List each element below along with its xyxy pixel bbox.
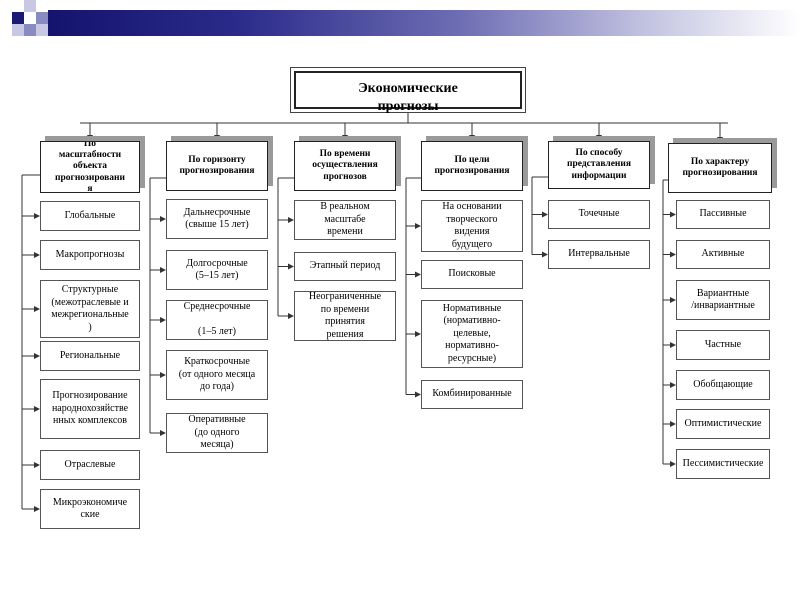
header-purpose: По цели прогнозирования (421, 141, 523, 191)
header-scale: По масштабности объекта прогнозировани я (40, 141, 140, 193)
item-character-3: Вариантные /инвариантные (676, 280, 770, 320)
item-time-3: Неограниченные по времени принятия решен… (294, 291, 396, 341)
item-purpose-4: Комбинированные (421, 380, 523, 409)
item-scale-5: Прогнозирование народнохозяйстве нных ко… (40, 379, 140, 439)
item-horizon-1: Дальнесрочные (свыше 15 лет) (166, 199, 268, 239)
item-purpose-2: Поисковые (421, 260, 523, 289)
item-horizon-5: Оперативные (до одного месяца) (166, 413, 268, 453)
item-time-2: Этапный период (294, 252, 396, 281)
header-horizon: По горизонту прогнозирования (166, 141, 268, 191)
item-character-6: Оптимистические (676, 409, 770, 439)
item-character-7: Пессимистические (676, 449, 770, 479)
item-purpose-1: На основании творческого видения будущег… (421, 200, 523, 252)
item-horizon-4: Краткосрочные (от одного месяца до года) (166, 350, 268, 400)
deco-square-3 (36, 12, 48, 24)
item-scale-7: Микроэкономиче ские (40, 489, 140, 529)
item-presentation-2: Интервальные (548, 240, 650, 269)
header-time: По времени осуществления прогнозов (294, 141, 396, 191)
item-character-4: Частные (676, 330, 770, 360)
item-presentation-1: Точечные (548, 200, 650, 229)
item-scale-2: Макропрогнозы (40, 240, 140, 270)
item-purpose-3: Нормативные (нормативно- целевые, нормат… (421, 300, 523, 368)
deco-square-6 (12, 24, 24, 36)
deco-square-1 (12, 12, 24, 24)
top-decoration-bar (0, 0, 800, 40)
deco-square-4 (24, 24, 36, 36)
item-scale-1: Глобальные (40, 201, 140, 231)
header-presentation: По способу представления информации (548, 141, 650, 189)
item-scale-3: Структурные (межотраслевые и межрегионал… (40, 280, 140, 338)
item-scale-4: Региональные (40, 341, 140, 371)
deco-square-2 (24, 0, 36, 12)
gradient-banner (48, 10, 800, 36)
item-scale-6: Отраслевые (40, 450, 140, 480)
deco-square-5 (36, 24, 48, 36)
header-character: По характеру прогнозирования (668, 143, 772, 193)
item-horizon-3: Среднесрочные (1–5 лет) (166, 300, 268, 340)
item-character-1: Пассивные (676, 200, 770, 229)
item-character-2: Активные (676, 240, 770, 269)
item-character-5: Обобщающие (676, 370, 770, 400)
item-time-1: В реальном масштабе времени (294, 200, 396, 240)
item-horizon-2: Долгосрочные (5–15 лет) (166, 250, 268, 290)
diagram-title: Экономические прогнозы (294, 71, 522, 114)
